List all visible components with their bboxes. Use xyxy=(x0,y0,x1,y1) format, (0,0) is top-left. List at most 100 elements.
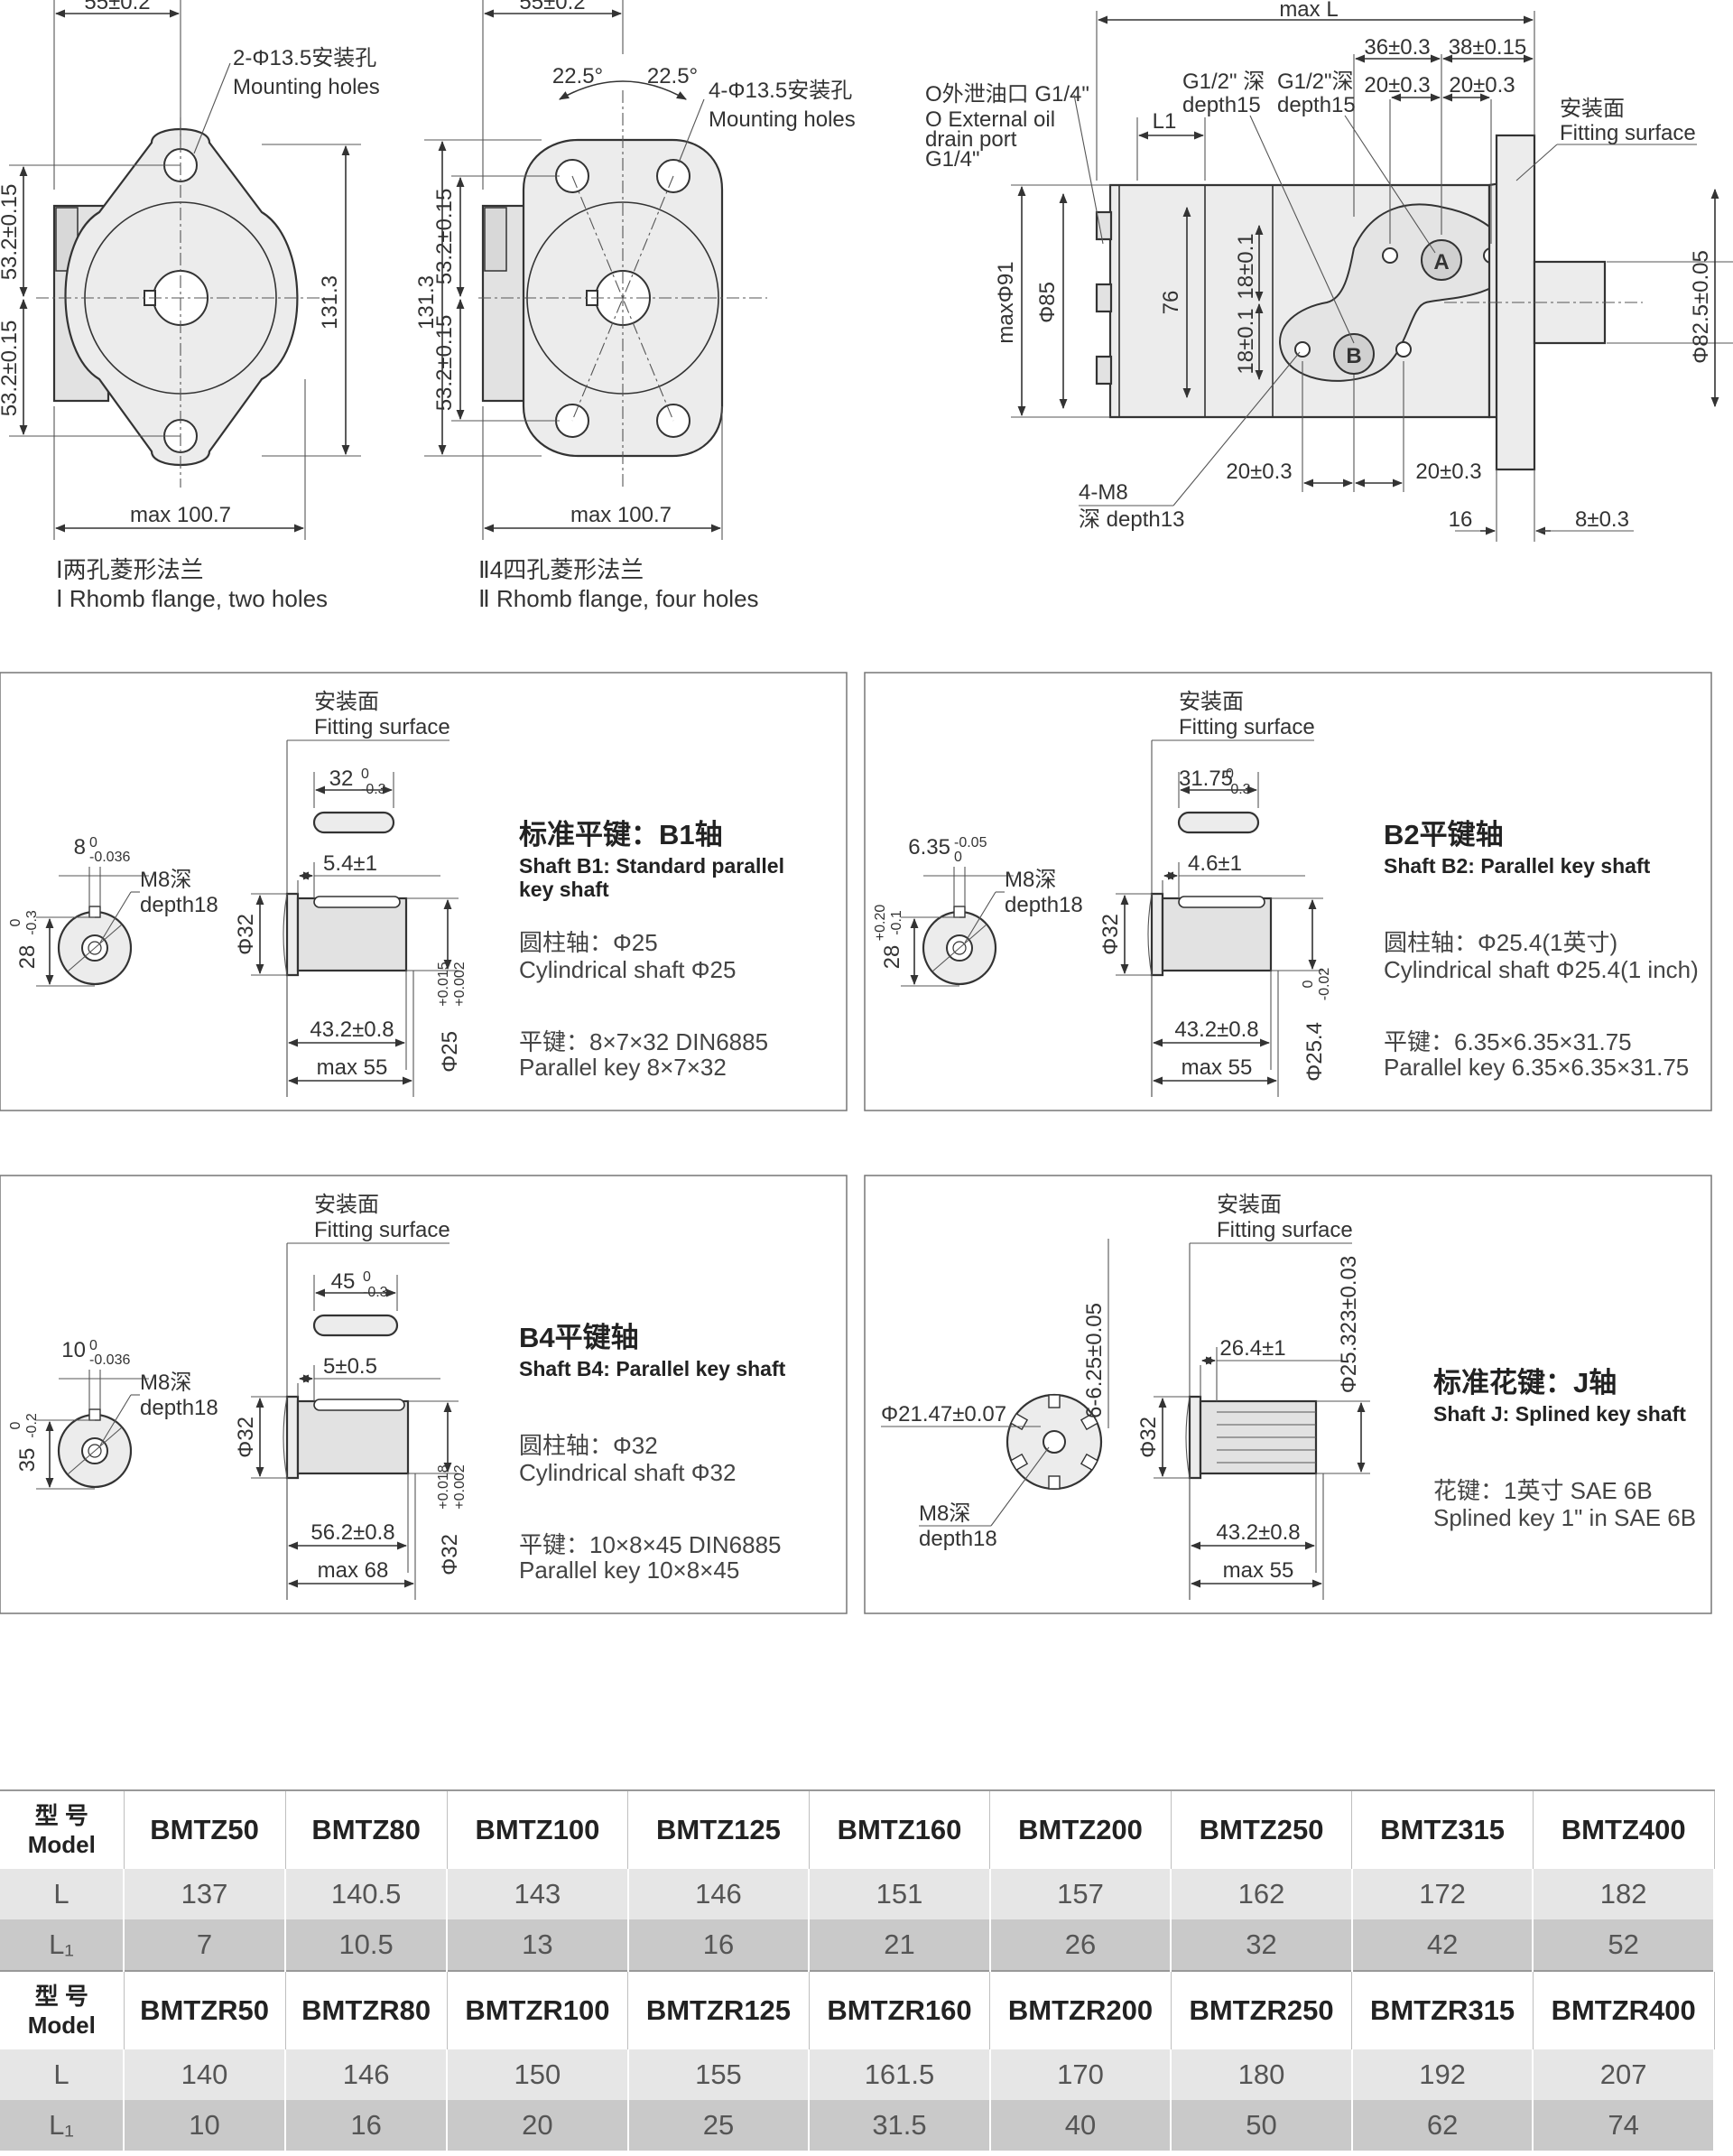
port-b-note-2: depth15 xyxy=(1277,93,1356,117)
flange1-caption-en: Ⅰ Rhomb flange, two holes xyxy=(56,585,328,612)
model-cell: BMTZ200 xyxy=(989,1789,1172,1869)
key-height-tol-lo: -0.2 xyxy=(24,1413,40,1438)
shaft-max-length-dim: max 55 xyxy=(1182,1055,1253,1080)
flange1-caption-cn: Ⅰ两孔菱形法兰 xyxy=(56,556,204,583)
shaft-dia-tol-up: 0 xyxy=(1301,980,1316,988)
shaft-subtitle-1: Shaft B2: Parallel key shaft xyxy=(1384,854,1651,878)
drain-note-cn: O外泄油口 G1/4" xyxy=(925,82,1089,107)
key-height-tol-lo: -0.3 xyxy=(24,910,40,935)
value-cell: 74 xyxy=(1533,2100,1715,2151)
m8-note-en: depth18 xyxy=(140,893,218,917)
side-dim-16: 16 xyxy=(1449,507,1473,532)
model-cell: BMTZR80 xyxy=(285,1970,448,2049)
shaft-max-length-dim: max 68 xyxy=(318,1558,389,1583)
key-height-dim: 28 xyxy=(15,945,40,970)
key-height-dim: 35 xyxy=(15,1448,40,1473)
shaft-max-length-dim: max 55 xyxy=(1223,1558,1294,1583)
shaft-diameter-dim: Φ25.4 xyxy=(1302,1022,1327,1082)
fit-surface-cn: 安装面 xyxy=(1179,690,1244,714)
key-spec-en: Parallel key 8×7×32 xyxy=(519,1054,727,1081)
shaft-diameter-dim: Φ32 xyxy=(438,1534,462,1575)
shaft-spec-en: Cylindrical shaft Φ25 xyxy=(519,956,736,983)
model-label-en: Model xyxy=(27,1831,96,1858)
key-width-tol-lo: 0 xyxy=(954,850,962,865)
port-b-label: B xyxy=(1346,344,1361,368)
model-cell: BMTZ100 xyxy=(447,1789,629,1869)
value-cell: 10 xyxy=(124,2100,287,2151)
model-label-cn: 型 号 xyxy=(34,1802,88,1829)
value-cell: 21 xyxy=(809,1919,991,1971)
shaft-title: B4平键轴 xyxy=(519,1322,639,1353)
value-cell: 140 xyxy=(124,2049,287,2100)
key-width-tol-lo: -0.036 xyxy=(89,1352,130,1368)
flange2-angle-right: 22.5° xyxy=(647,64,698,88)
flange1-upper-dim: 53.2±0.15 xyxy=(0,184,22,281)
side-dim-38: 38±0.15 xyxy=(1449,35,1527,60)
key-length-dim: 31.75 xyxy=(1179,767,1233,791)
fit-surface-en: Fitting surface xyxy=(1217,1218,1353,1242)
flange2-caption-en: Ⅱ Rhomb flange, four holes xyxy=(478,585,759,612)
drawing-canvas: 55±0.2 2-Φ13.5安装孔 Mounting holes 53.2±0.… xyxy=(0,0,1733,1614)
shaft-subtitle-1: Shaft J: Splined key shaft xyxy=(1433,1402,1686,1426)
model-cell: BMTZR250 xyxy=(1171,1970,1353,2049)
m8-note-cn: M8深 xyxy=(140,1371,191,1395)
shaft-length-dim: 56.2±0.8 xyxy=(310,1520,394,1545)
shaft-subtitle-1: Shaft B1: Standard parallel xyxy=(519,854,784,878)
key-length-tol-lo: -0.3 xyxy=(1226,782,1251,797)
value-cell: 52 xyxy=(1533,1919,1715,1971)
value-cell: 50 xyxy=(1171,2100,1353,2151)
model-cell: BMTZ80 xyxy=(285,1789,448,1869)
side-d18b: 18±0.1 xyxy=(1234,308,1258,374)
shaft-dia-tol-up: +0.018 xyxy=(436,1464,451,1509)
model-cell: BMTZ315 xyxy=(1351,1789,1534,1869)
side-dim-36: 36±0.3 xyxy=(1364,35,1430,60)
model-cell: BMTZR160 xyxy=(809,1970,991,2049)
value-cell: 10.5 xyxy=(285,1919,449,1971)
fit-surface-cn: 安装面 xyxy=(314,1193,379,1217)
value-cell: 26 xyxy=(989,1919,1172,1971)
fit-surface-cn: 安装面 xyxy=(1217,1193,1282,1217)
key-height-tol-up: +0.20 xyxy=(873,905,888,942)
fit-surface-en: Fitting surface xyxy=(314,715,450,739)
shaft-spec-cn: 圆柱轴：Φ25.4(1英寸) xyxy=(1384,929,1617,956)
key-height-tol-up: 0 xyxy=(8,918,23,926)
key-width-dim: 6.35 xyxy=(908,835,950,860)
key-offset-dim: 4.6±1 xyxy=(1188,851,1242,876)
flange2-mounting-en: Mounting holes xyxy=(709,107,856,132)
spline-outer-dim: Φ21.47±0.07 xyxy=(881,1402,1006,1426)
m8-note-en: depth18 xyxy=(1005,893,1083,917)
model-cell: BMTZ160 xyxy=(809,1789,991,1869)
m8-note-en: depth18 xyxy=(140,1396,218,1420)
shaft-spec-cn: 花键：1英寸 SAE 6B xyxy=(1433,1477,1653,1504)
side-dim-20a: 20±0.3 xyxy=(1364,73,1430,98)
value-cell: 16 xyxy=(285,2100,449,2151)
side-max-l: max L xyxy=(1279,0,1338,22)
flange1-width-dim: 55±0.2 xyxy=(84,0,150,14)
flange2-caption-cn: Ⅱ4四孔菱形法兰 xyxy=(478,556,644,583)
value-cell: 192 xyxy=(1351,2049,1534,2100)
shaft-dia-tol-up: +0.015 xyxy=(436,962,451,1006)
shaft-dia-tol-lo: +0.002 xyxy=(452,1464,468,1509)
value-cell: 137 xyxy=(124,1869,287,1919)
side-max-d91: maxΦ91 xyxy=(994,261,1018,343)
flange-four-holes-view: 22.5° 22.5° 55±0.2 4-Φ13.5安装孔 Mounting h… xyxy=(414,0,856,612)
value-cell: 162 xyxy=(1171,1869,1353,1919)
flange2-upper-dim: 53.2±0.15 xyxy=(432,189,457,285)
value-cell: 172 xyxy=(1351,1869,1534,1919)
value-cell: 42 xyxy=(1351,1919,1534,1971)
key-height-dim: 28 xyxy=(880,945,904,970)
m8-note-cn: M8深 xyxy=(140,868,191,892)
value-cell: 161.5 xyxy=(809,2049,991,2100)
m8-note-cn: M8深 xyxy=(1005,868,1056,892)
flange2-max-dim: max 100.7 xyxy=(570,503,672,527)
shaft-dia-tol-lo: -0.02 xyxy=(1317,968,1332,1001)
shaft-subtitle-1: Shaft B4: Parallel key shaft xyxy=(519,1357,786,1380)
